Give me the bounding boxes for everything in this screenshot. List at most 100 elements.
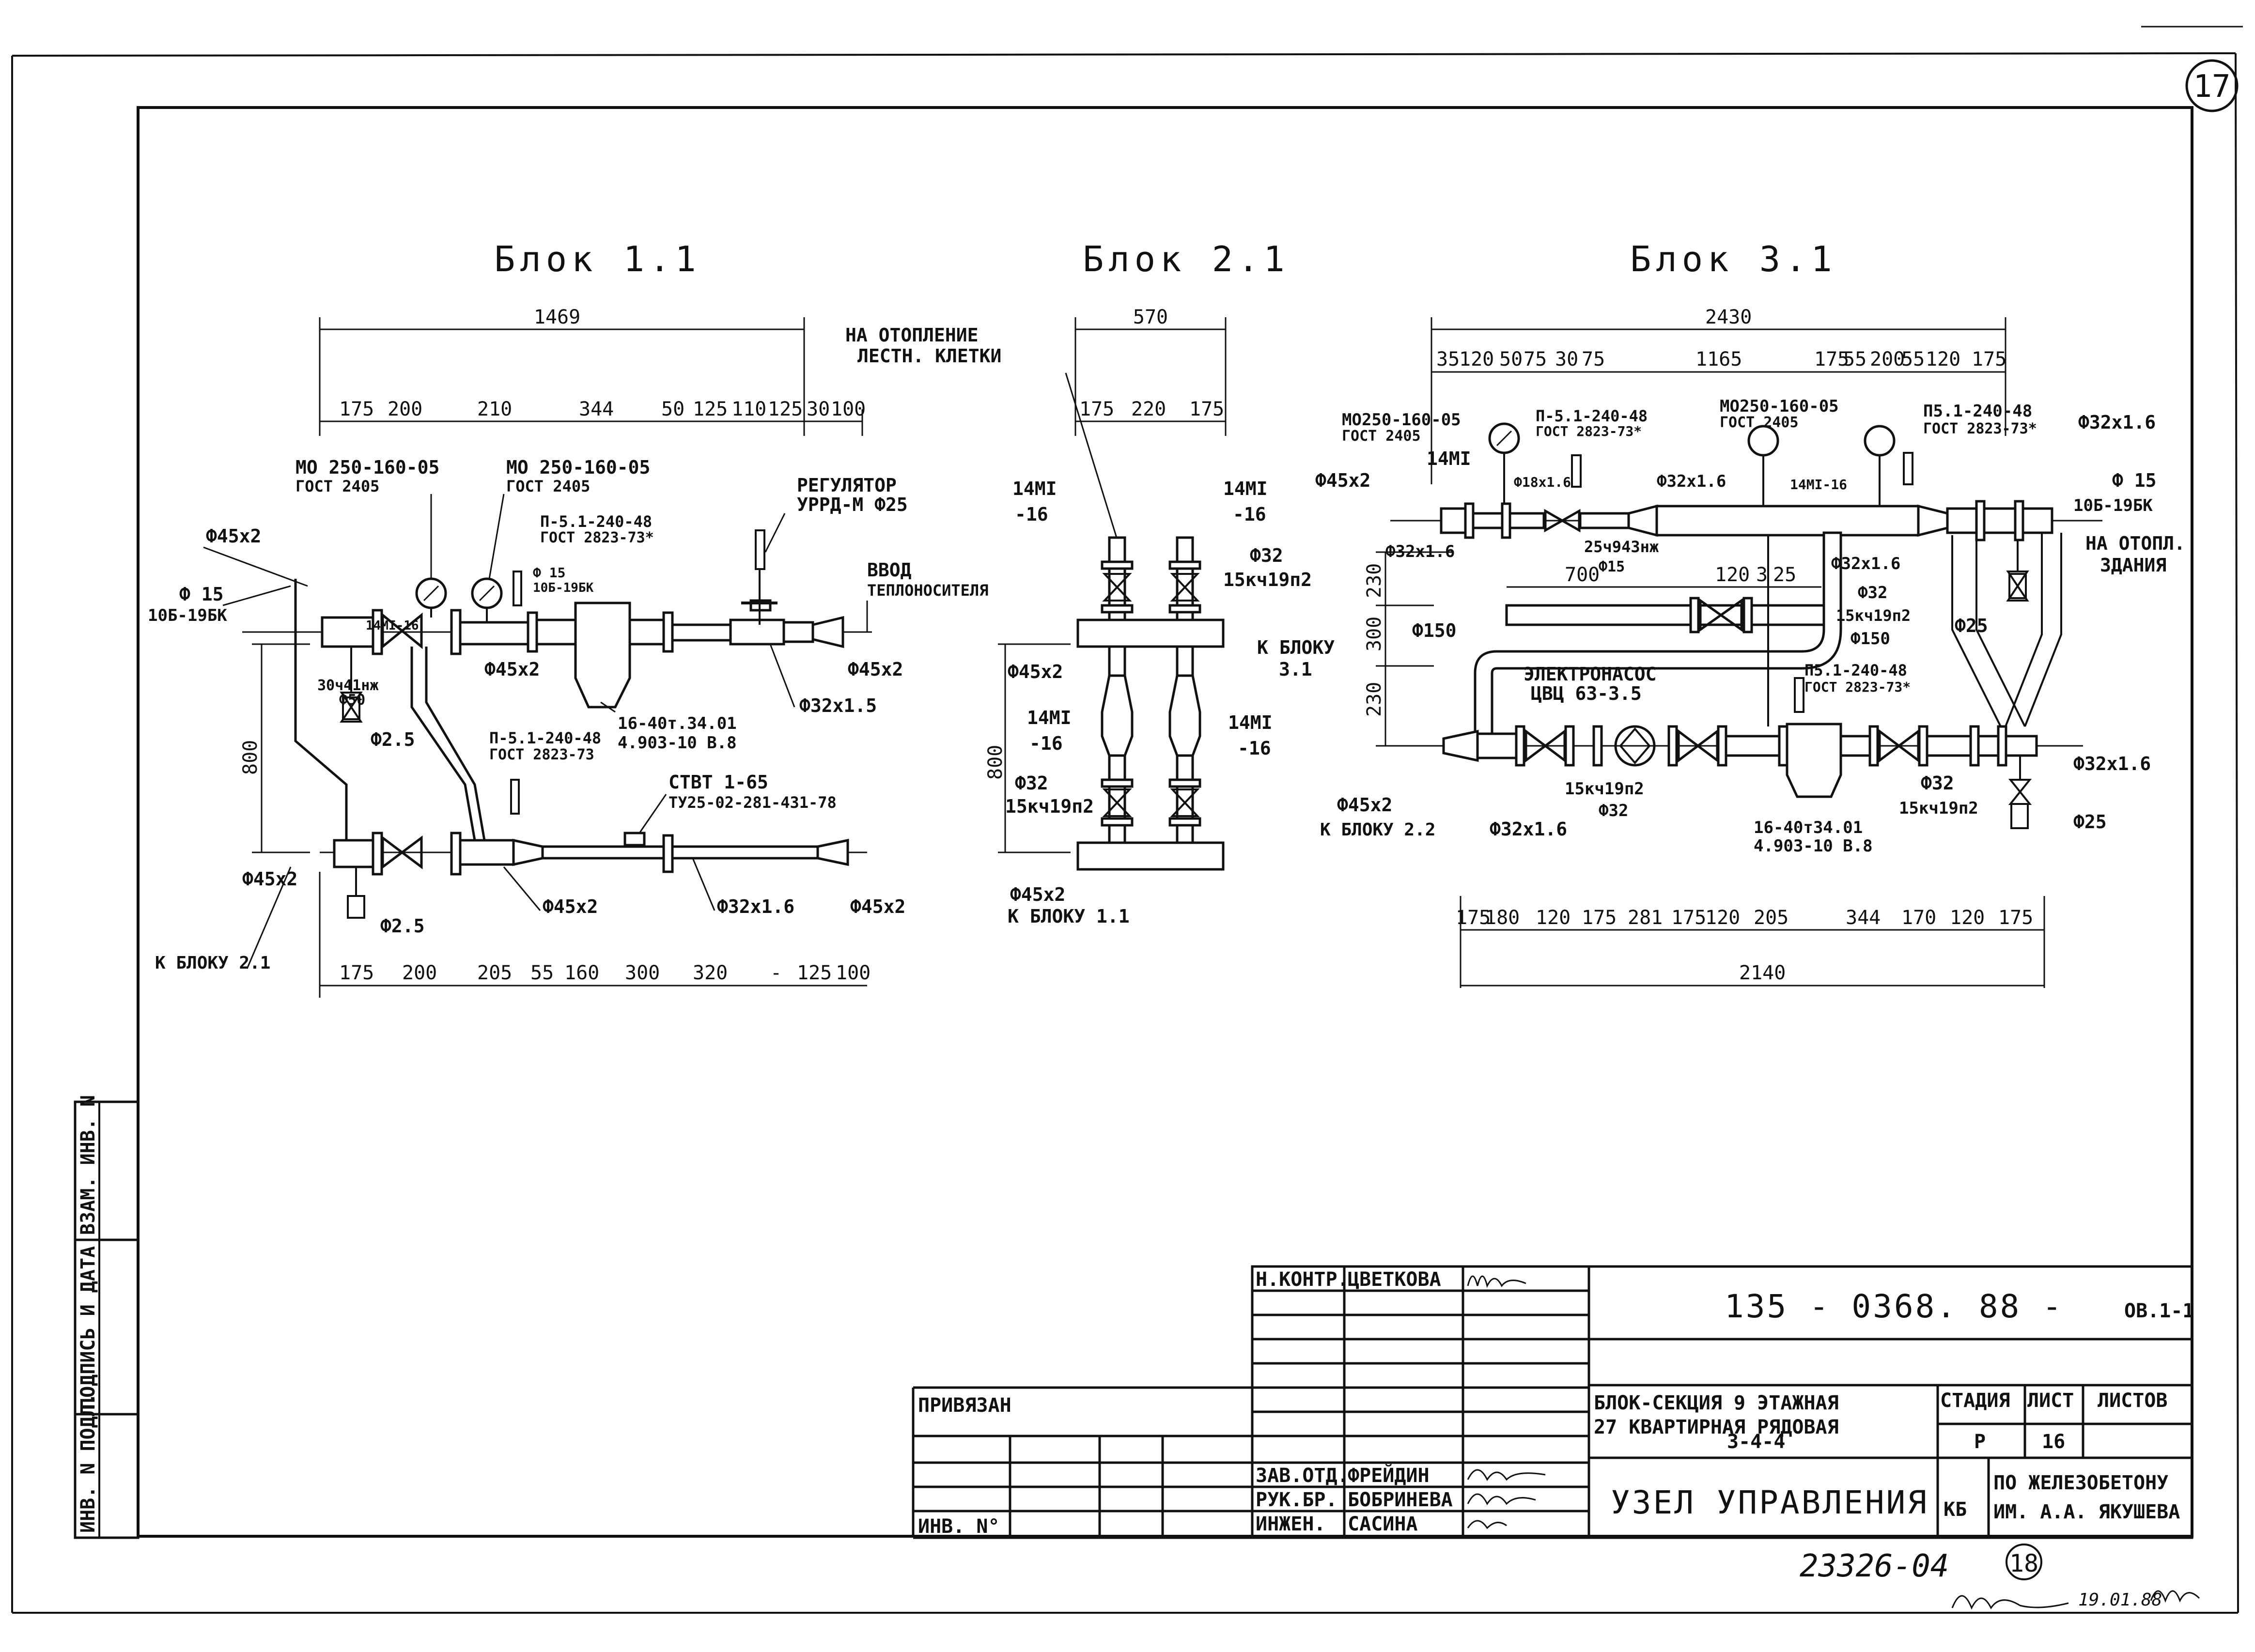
- b1-lower-pipeline: [294, 579, 867, 919]
- svg-text:Ф2.5: Ф2.5: [371, 729, 415, 750]
- svg-text:ЭЛЕКТРОНАСОС: ЭЛЕКТРОНАСОС: [1524, 664, 1657, 685]
- svg-text:ЛЕСТН. КЛЕТКИ: ЛЕСТН. КЛЕТКИ: [857, 345, 1001, 367]
- svg-text:К БЛОКУ 2.2: К БЛОКУ 2.2: [1320, 820, 1435, 840]
- svg-text:15кч19п2: 15кч19п2: [1836, 606, 1911, 625]
- svg-text:ЗДАНИЯ: ЗДАНИЯ: [2100, 555, 2166, 576]
- svg-text:55: 55: [1843, 348, 1866, 371]
- svg-text:Ф32х1.6: Ф32х1.6: [1657, 472, 1726, 491]
- svg-text:170: 170: [1901, 907, 1936, 929]
- svg-text:ТЕПЛОНОСИТЕЛЯ: ТЕПЛОНОСИТЕЛЯ: [867, 581, 988, 600]
- svg-text:СТАДИЯ: СТАДИЯ: [1940, 1390, 2010, 1412]
- svg-text:Ф45х2: Ф45х2: [206, 525, 261, 547]
- svg-text:120: 120: [1950, 907, 1985, 929]
- svg-text:ВВОД: ВВОД: [867, 559, 912, 581]
- b2-dimensions: 570 175 220 175 800: [984, 306, 1227, 853]
- svg-text:15кч19п2: 15кч19п2: [1899, 799, 1978, 818]
- svg-text:125: 125: [797, 962, 832, 984]
- svg-text:РУК.БР.: РУК.БР.: [1256, 1489, 1337, 1511]
- svg-text:3-4-4: 3-4-4: [1727, 1431, 1785, 1453]
- svg-text:175: 175: [1814, 348, 1849, 371]
- svg-text:100: 100: [831, 398, 866, 420]
- svg-text:КБ: КБ: [1944, 1498, 1967, 1521]
- svg-text:ЦВЦ 63-3.5: ЦВЦ 63-3.5: [1531, 683, 1642, 704]
- svg-text:Р: Р: [1974, 1431, 1986, 1453]
- svg-text:175: 175: [1189, 398, 1224, 420]
- svg-text:Ф25: Ф25: [2073, 811, 2107, 833]
- svg-text:Ф 15: Ф 15: [533, 565, 565, 581]
- svg-text:Ф32х1.6: Ф32х1.6: [2078, 412, 2156, 433]
- svg-text:10Б-19БК: 10Б-19БК: [2073, 496, 2153, 515]
- svg-text:10Б-19БК: 10Б-19БК: [148, 606, 227, 625]
- svg-text:Ф50: Ф50: [339, 692, 365, 709]
- b3-labels: МО250-160-05 ГОСТ 2405 14МI П-5.1-240-48…: [1315, 397, 2185, 856]
- svg-text:ГОСТ 2405: ГОСТ 2405: [1720, 414, 1799, 431]
- svg-text:14МI: 14МI: [1228, 712, 1273, 733]
- svg-text:18: 18: [2009, 1549, 2038, 1577]
- svg-text:Ф32: Ф32: [1599, 801, 1628, 820]
- svg-text:281: 281: [1628, 907, 1663, 929]
- svg-text:4.903-10 В.8: 4.903-10 В.8: [618, 733, 737, 753]
- svg-text:344: 344: [579, 398, 614, 420]
- svg-text:14МI-16: 14МI-16: [1790, 477, 1847, 493]
- svg-text:Ф32х1.6: Ф32х1.6: [1831, 554, 1900, 573]
- svg-text:175: 175: [1079, 398, 1114, 420]
- svg-text:175: 175: [1998, 907, 2033, 929]
- svg-text:ГОСТ 2823-73*: ГОСТ 2823-73*: [1536, 423, 1642, 439]
- sheet-number-circle: 17: [2185, 59, 2239, 112]
- svg-text:120: 120: [1459, 348, 1494, 371]
- svg-text:-: -: [770, 962, 782, 984]
- svg-text:75: 75: [1524, 348, 1547, 371]
- svg-text:50: 50: [661, 398, 684, 420]
- svg-text:-16: -16: [1029, 733, 1063, 754]
- svg-text:175: 175: [1582, 907, 1617, 929]
- svg-text:Ф32: Ф32: [1858, 583, 1887, 602]
- archive-stamp: 23326-04 18 19.01.88: [1800, 1544, 2200, 1610]
- svg-text:Ф32: Ф32: [1015, 772, 1048, 794]
- block-2-1: Блок 2.1 570 175 220 175 800: [845, 239, 1335, 927]
- b1-dimensions: 1469 175 200 210 344 50 125 110 125 30 1…: [239, 306, 871, 998]
- svg-text:Ф32х1.6: Ф32х1.6: [1385, 542, 1455, 561]
- svg-text:25: 25: [1773, 564, 1796, 586]
- svg-text:Н.КОНТР.: Н.КОНТР.: [1256, 1268, 1349, 1291]
- svg-text:-16: -16: [1238, 738, 1271, 759]
- svg-text:Ф32х1.5: Ф32х1.5: [799, 695, 877, 716]
- svg-text:25ч943нж: 25ч943нж: [1584, 538, 1659, 556]
- svg-text:ЛИСТ: ЛИСТ: [2027, 1390, 2074, 1412]
- svg-text:Ф 15: Ф 15: [2112, 470, 2157, 491]
- svg-text:БОБРИНЕВА: БОБРИНЕВА: [1348, 1489, 1453, 1511]
- svg-text:Ф32: Ф32: [1250, 545, 1283, 566]
- svg-text:Ф150: Ф150: [1851, 629, 1890, 648]
- svg-text:10Б-19БК: 10Б-19БК: [533, 581, 594, 595]
- side-stamp: ИНВ. N ПОДЛ. ПОДПИСЬ И ДАТА ВЗАМ. ИНВ. N: [74, 1095, 140, 1539]
- svg-text:Ф45х2: Ф45х2: [484, 659, 540, 680]
- title-block: Н.КОНТР. ЦВЕТКОВА ЗАВ.ОТД. ФРЕЙДИН РУК.Б…: [912, 1265, 2194, 1539]
- b2-labels: НА ОТОПЛЕНИЕ ЛЕСТН. КЛЕТКИ 14МI -16 14МI…: [845, 324, 1335, 927]
- svg-text:1469: 1469: [534, 306, 580, 328]
- svg-text:МО 250-160-05: МО 250-160-05: [295, 457, 439, 478]
- svg-text:Ф32х1.6: Ф32х1.6: [1490, 818, 1567, 840]
- svg-text:П-5.1-240-48: П-5.1-240-48: [540, 512, 652, 531]
- svg-text:ГОСТ 2823-73*: ГОСТ 2823-73*: [1804, 679, 1911, 695]
- svg-text:4.903-10 В.8: 4.903-10 В.8: [1754, 836, 1873, 856]
- svg-text:Ф 15: Ф 15: [179, 584, 224, 605]
- svg-text:Ф32х1.6: Ф32х1.6: [2073, 753, 2151, 774]
- svg-text:175: 175: [1456, 907, 1491, 929]
- svg-text:Ф45х2: Ф45х2: [1010, 884, 1065, 905]
- svg-text:ИНВ. N ПОДЛ.: ИНВ. N ПОДЛ.: [77, 1393, 99, 1533]
- svg-text:16-40т.34.01: 16-40т.34.01: [618, 714, 737, 733]
- svg-text:1165: 1165: [1695, 348, 1742, 371]
- svg-text:Ф45х2: Ф45х2: [848, 659, 903, 680]
- svg-text:300: 300: [1363, 617, 1385, 651]
- svg-text:55: 55: [1901, 348, 1925, 371]
- b1-leaders: [203, 494, 868, 969]
- svg-text:-16: -16: [1233, 504, 1266, 525]
- svg-text:175: 175: [1671, 907, 1706, 929]
- svg-text:120: 120: [1715, 564, 1750, 586]
- svg-text:Ф32: Ф32: [1921, 772, 1954, 794]
- svg-text:ТУ25-02-281-431-78: ТУ25-02-281-431-78: [669, 793, 837, 812]
- svg-text:300: 300: [625, 962, 660, 984]
- svg-text:700: 700: [1565, 564, 1600, 586]
- svg-text:30: 30: [807, 398, 830, 420]
- svg-text:570: 570: [1133, 306, 1168, 328]
- svg-text:Ф45х2: Ф45х2: [850, 896, 905, 917]
